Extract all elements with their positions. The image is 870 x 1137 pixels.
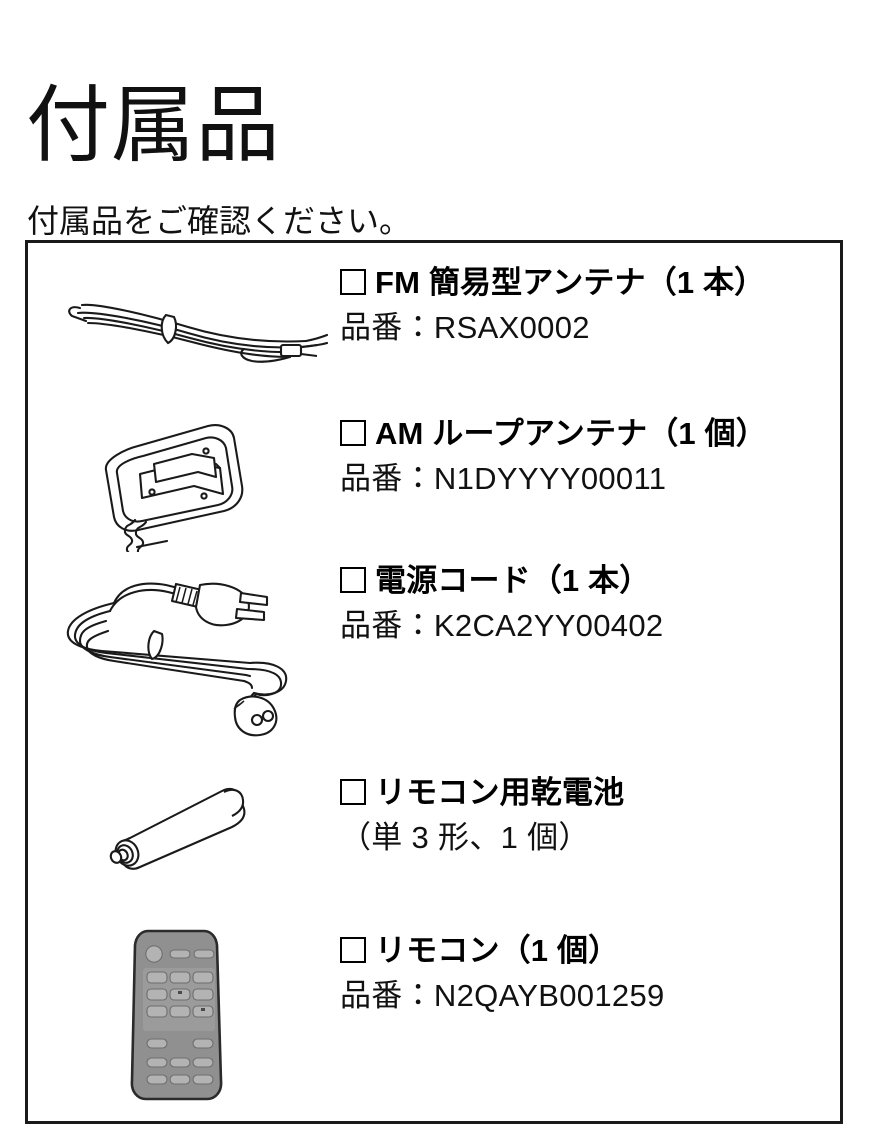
checkbox-icon[interactable] [340, 269, 366, 295]
remote-control-icon [130, 929, 223, 1101]
accessory-text: リモコン用乾電池 （単 3 形、1 個） [340, 773, 624, 857]
accessory-name-label: AM ループアンテナ（1 個） [375, 416, 767, 451]
page-title: 付属品 [26, 78, 281, 173]
accessory-item-battery: リモコン用乾電池 （単 3 形、1 個） [28, 755, 840, 920]
accessory-name-label: FM 簡易型アンテナ（1 本） [375, 265, 766, 300]
accessory-figure [28, 755, 338, 920]
accessory-part-number: 品番：N2QAYB001259 [340, 978, 665, 1014]
accessory-name: 電源コード（1 本） [340, 561, 663, 600]
accessory-name-label: リモコン（1 個） [375, 933, 620, 968]
accessory-text: AM ループアンテナ（1 個） 品番：N1DYYYY00011 [340, 414, 767, 498]
checkbox-icon[interactable] [340, 937, 366, 963]
checkbox-icon[interactable] [340, 779, 366, 805]
accessory-list-box: FM 簡易型アンテナ（1 本） 品番：RSAX0002 [25, 240, 843, 1124]
accessory-item-power-cord: 電源コード（1 本） 品番：K2CA2YY00402 [28, 553, 840, 753]
accessory-name: リモコン用乾電池 [340, 773, 624, 812]
accessory-item-fm-antenna: FM 簡易型アンテナ（1 本） 品番：RSAX0002 [28, 255, 840, 405]
accessory-item-am-antenna: AM ループアンテナ（1 個） 品番：N1DYYYY00011 [28, 408, 840, 553]
accessory-part-number: 品番：RSAX0002 [340, 310, 590, 346]
power-cord-icon [66, 582, 288, 737]
accessory-name-label: リモコン用乾電池 [375, 775, 625, 810]
accessory-part-number: （単 3 形、1 個） [340, 820, 590, 856]
accessory-figure [28, 553, 338, 753]
accessory-name: FM 簡易型アンテナ（1 本） [340, 263, 765, 302]
checkbox-icon[interactable] [340, 420, 366, 446]
accessory-name: AM ループアンテナ（1 個） [340, 414, 767, 453]
page-subtitle: 付属品をご確認ください。 [27, 203, 412, 239]
accessory-text: リモコン（1 個） 品番：N2QAYB001259 [340, 931, 665, 1015]
accessory-figure [28, 921, 338, 1116]
fm-wire-antenna-icon [68, 303, 328, 363]
accessory-part-number: 品番：K2CA2YY00402 [340, 608, 664, 644]
accessory-figure [28, 255, 338, 405]
accessory-figure [28, 408, 338, 553]
accessory-text: 電源コード（1 本） 品番：K2CA2YY00402 [340, 561, 663, 645]
accessory-item-remote-control: リモコン（1 個） 品番：N2QAYB001259 [28, 921, 840, 1116]
aa-battery-icon [109, 787, 246, 870]
accessory-name: リモコン（1 個） [340, 931, 665, 970]
accessory-part-number: 品番：N1DYYYY00011 [340, 461, 667, 497]
checkbox-icon[interactable] [340, 567, 366, 593]
am-loop-antenna-icon [104, 424, 244, 552]
accessory-text: FM 簡易型アンテナ（1 本） 品番：RSAX0002 [340, 263, 765, 347]
accessory-name-label: 電源コード（1 本） [375, 563, 651, 598]
